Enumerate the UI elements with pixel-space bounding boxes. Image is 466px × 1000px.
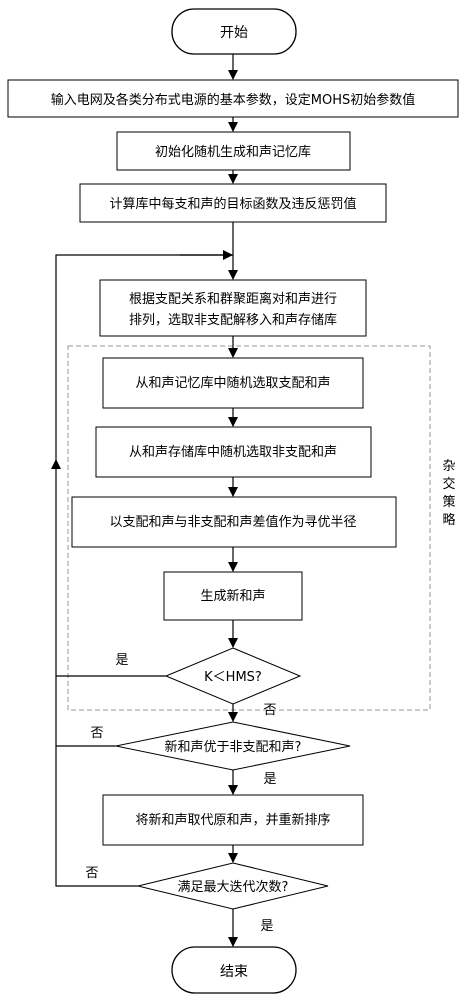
calc-objective-box — [79, 183, 387, 223]
decision-k-hms-label: K＜HMS? — [204, 670, 262, 685]
select-dominant-label: 从和声记忆库中随机选取支配和声 — [135, 375, 330, 391]
sort-select-box — [99, 279, 367, 337]
search-radius-box — [71, 496, 397, 548]
select-dominant-box — [102, 357, 364, 409]
khms-no-label: 否 — [263, 703, 276, 718]
connectors — [51, 54, 238, 947]
maxiter-no-label: 否 — [85, 866, 98, 881]
strategy-label: 杂 交 策 略 — [442, 459, 455, 528]
start-terminal — [171, 8, 297, 55]
sort-select-label-line2: 排列，选取非支配解移入和声存储库 — [129, 312, 337, 328]
init-memory-label: 初始化随机生成和声记忆库 — [155, 144, 311, 160]
decision-max-iter-label: 满足最大迭代次数? — [178, 879, 289, 895]
better-yes-label: 是 — [263, 772, 276, 787]
hybrid-strategy-region — [67, 345, 431, 711]
search-radius-label: 以支配和声与非支配和声差值作为寻优半径 — [109, 514, 356, 530]
strategy-label-char: 策 — [442, 494, 455, 510]
calc-objective-label: 计算库中每支和声的目标函数及违反惩罚值 — [109, 196, 356, 212]
end-label: 结束 — [220, 964, 248, 980]
khms-yes-label: 是 — [115, 653, 128, 668]
input-params-box — [7, 79, 459, 118]
generate-harmony-box — [163, 571, 303, 621]
input-params-label: 输入电网及各类分布式电源的基本参数，设定MOHS初始参数值 — [51, 92, 415, 108]
select-nondominant-box — [95, 426, 372, 478]
maxiter-yes-label: 是 — [260, 919, 273, 934]
loop-maxiter-no — [55, 254, 233, 887]
strategy-label-char: 杂 — [442, 459, 455, 474]
strategy-label-char: 交 — [442, 476, 455, 492]
strategy-label-char: 略 — [442, 512, 455, 528]
better-no-label: 否 — [90, 726, 103, 741]
replace-sort-label: 将新和声取代原和声，并重新排序 — [135, 812, 330, 828]
select-nondominant-label: 从和声存储库中随机选取非支配和声 — [129, 444, 337, 460]
sort-select-label-line1: 根据支配关系和群聚距离对和声进行 — [129, 291, 337, 307]
generate-harmony-label: 生成新和声 — [200, 588, 265, 604]
start-label: 开始 — [220, 25, 248, 41]
decision-better-label: 新和声优于非支配和声? — [165, 739, 302, 755]
replace-sort-box — [102, 794, 364, 846]
end-terminal — [171, 946, 297, 994]
